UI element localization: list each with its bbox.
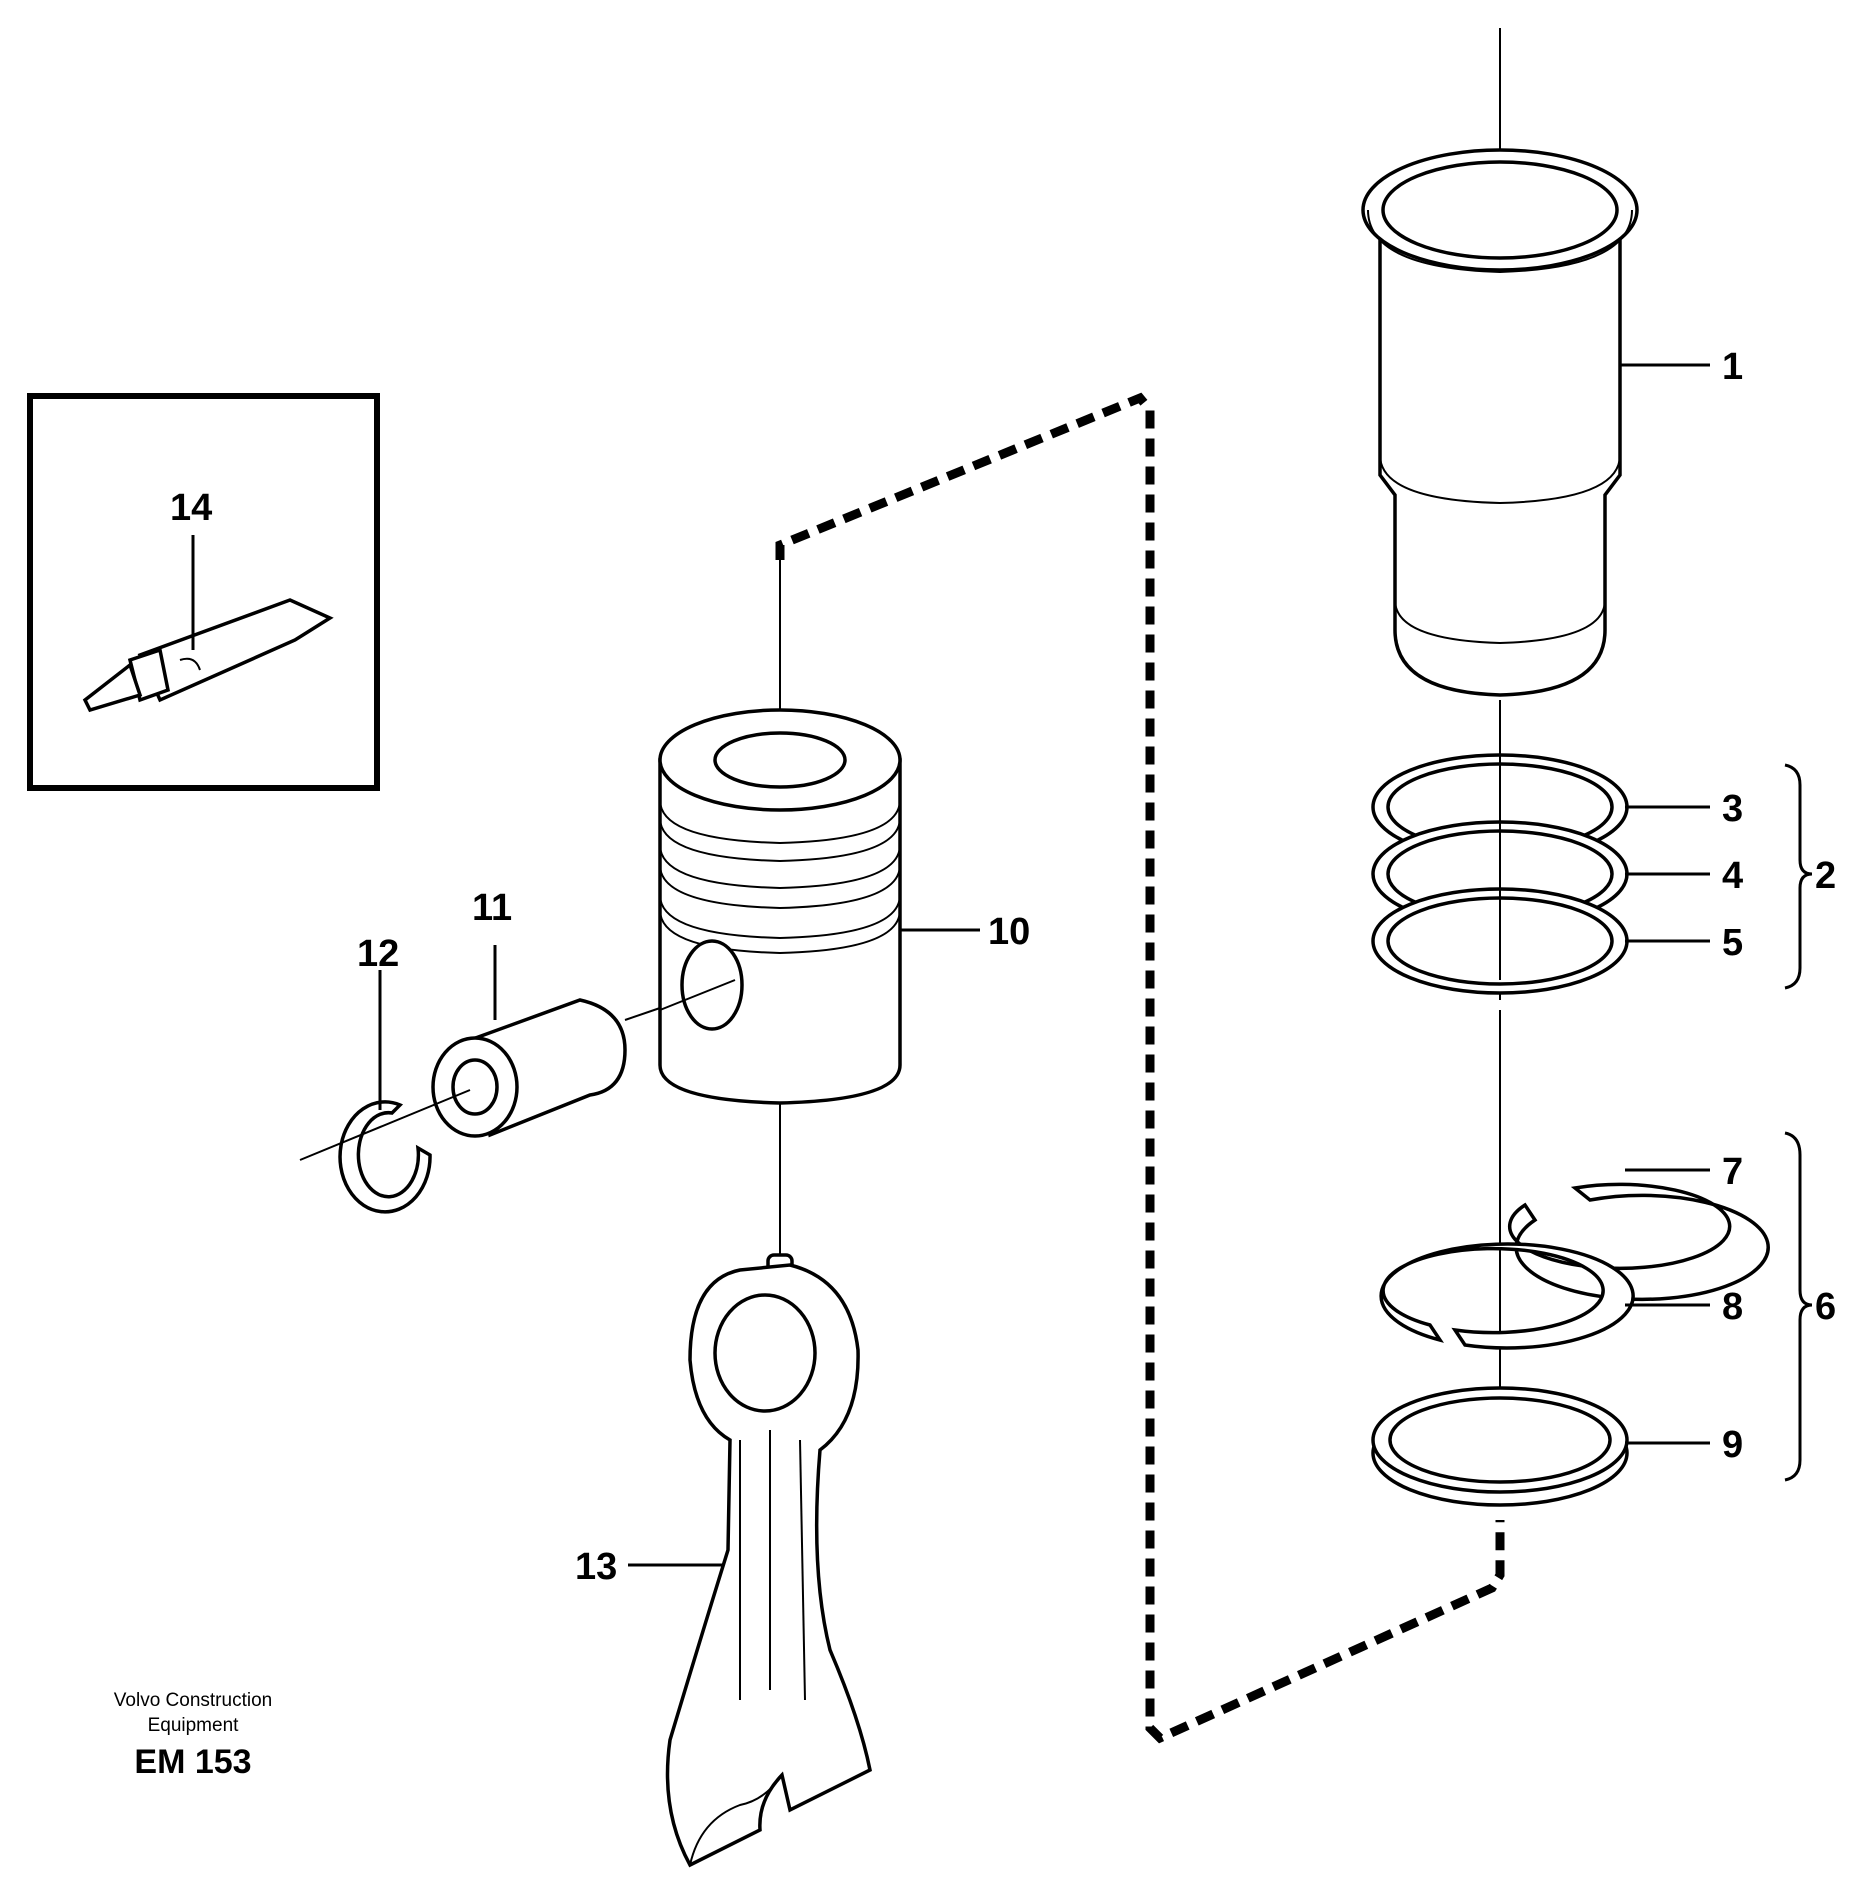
callout-12: 12 xyxy=(357,933,399,975)
callout-1: 1 xyxy=(1722,346,1743,388)
callout-14: 14 xyxy=(170,487,212,529)
brand-line-2: Equipment xyxy=(148,1715,240,1736)
callout-13: 13 xyxy=(575,1546,617,1588)
cylinder-liner-icon xyxy=(1361,148,1639,697)
circlip-icon xyxy=(299,1089,471,1214)
brand-line-1: Volvo Construction xyxy=(114,1690,272,1711)
callout-11: 11 xyxy=(472,887,512,929)
sealant-inset-box xyxy=(27,393,380,791)
piston-ring-icon xyxy=(1371,1182,1770,1507)
connecting-rod-icon xyxy=(665,1253,872,1868)
group-brace-6 xyxy=(1784,1131,1813,1482)
callout-8: 8 xyxy=(1722,1286,1743,1328)
callout-2: 2 xyxy=(1815,855,1836,897)
callout-4: 4 xyxy=(1722,855,1743,897)
callout-numbers: 1 2 3 4 5 6 7 8 9 10 11 12 13 14 xyxy=(170,346,1836,1588)
piston-icon xyxy=(658,708,902,1260)
piston-pin-icon xyxy=(431,998,661,1138)
o-ring-icon xyxy=(1371,745,1629,995)
footer-block: Volvo Construction Equipment EM 153 xyxy=(114,1690,272,1781)
callout-3: 3 xyxy=(1722,788,1743,830)
callout-7: 7 xyxy=(1722,1151,1743,1193)
callout-10: 10 xyxy=(988,911,1030,953)
callout-6: 6 xyxy=(1815,1286,1836,1328)
callout-5: 5 xyxy=(1722,922,1743,964)
sealant-tube-icon xyxy=(82,598,334,713)
leader-lines xyxy=(191,363,1710,1567)
group-brace-2 xyxy=(1784,763,1813,990)
callout-9: 9 xyxy=(1722,1424,1743,1466)
diagram-code: EM 153 xyxy=(134,1743,251,1781)
